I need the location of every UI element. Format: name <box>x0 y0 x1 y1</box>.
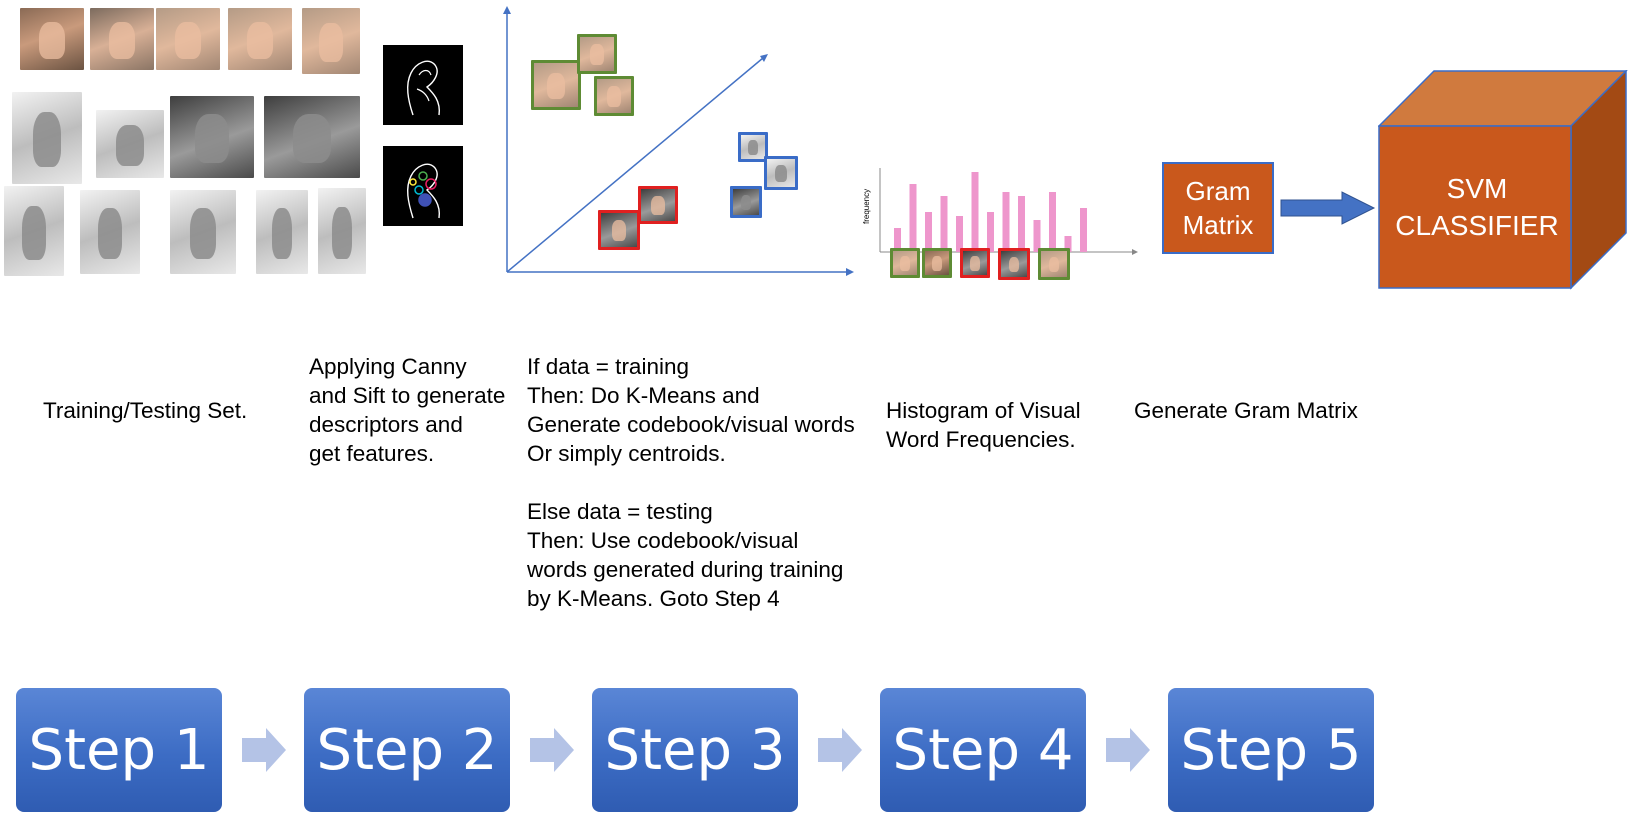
hand-photo <box>302 8 360 74</box>
sift-keypoints-image <box>383 146 463 226</box>
histogram-bar <box>1080 208 1087 252</box>
histogram-bar <box>987 212 994 252</box>
cluster-blue-sample <box>764 156 798 190</box>
cluster-red-sample <box>638 186 678 224</box>
histogram-bar <box>1033 220 1041 252</box>
histogram-bar <box>909 184 917 252</box>
caption-step4: Histogram of Visual Word Frequencies. <box>886 398 1081 452</box>
histogram-bar <box>894 228 901 252</box>
histogram-bar <box>1002 192 1010 252</box>
hand-photo <box>12 92 82 184</box>
step-4-box: Step 4 <box>880 688 1086 812</box>
hand-photo <box>256 190 308 274</box>
histogram-chart: frequency <box>862 168 1138 255</box>
histogram-bar <box>940 196 948 252</box>
svm-label-line1: SVM <box>1446 173 1508 204</box>
hand-photo <box>170 96 254 178</box>
hand-photo <box>80 190 140 274</box>
histogram-bar <box>1064 236 1072 252</box>
chevron-right-icon <box>242 728 286 772</box>
gram-matrix-box: Gram Matrix <box>1162 162 1274 254</box>
cluster-blue-sample <box>738 132 768 162</box>
svm-label-line2: CLASSIFIER <box>1395 210 1559 241</box>
histogram-word-thumb <box>890 248 920 278</box>
svm-classifier-cube <box>1378 70 1628 290</box>
caption-step3: If data = training Then: Do K-Means and … <box>527 354 855 611</box>
hand-photo <box>170 190 236 274</box>
histogram-bar <box>956 216 963 252</box>
chevron-right-icon <box>1106 728 1150 772</box>
histogram-word-thumb <box>1038 248 1070 280</box>
hand-photo <box>90 8 154 70</box>
gram-label-line1: Gram <box>1185 176 1251 206</box>
diagonal-axis <box>506 57 764 273</box>
cluster-green-sample <box>594 76 634 116</box>
cluster-green-sample <box>531 60 581 110</box>
histogram-bar <box>1018 196 1025 252</box>
caption-step2: Applying Canny and Sift to generate desc… <box>309 354 506 466</box>
cluster-green-sample <box>577 34 617 74</box>
step-2-box: Step 2 <box>304 688 510 812</box>
svm-label: SVM CLASSIFIER <box>1380 170 1574 244</box>
histogram-word-thumb <box>960 248 990 278</box>
caption-step5: Generate Gram Matrix <box>1134 398 1358 423</box>
canny-edge-image <box>383 45 463 125</box>
hand-photo <box>264 96 360 178</box>
right-arrow-icon <box>1280 191 1376 225</box>
histogram-word-thumb <box>998 248 1030 280</box>
hand-photo <box>96 110 164 178</box>
hand-photo <box>318 188 366 274</box>
hand-photo <box>228 8 292 70</box>
step-3-box: Step 3 <box>592 688 798 812</box>
histogram-bar <box>925 212 932 252</box>
hand-photo <box>4 186 64 276</box>
caption-step1: Training/Testing Set. <box>43 398 248 423</box>
hand-photo <box>156 8 220 70</box>
cluster-blue-sample <box>730 186 762 218</box>
gram-label-line2: Matrix <box>1182 210 1254 240</box>
histogram-y-label: frequency <box>862 189 871 224</box>
step-5-box: Step 5 <box>1168 688 1374 812</box>
kmeans-plot <box>503 6 854 276</box>
chevron-right-icon <box>530 728 574 772</box>
hand-photo <box>20 8 84 70</box>
histogram-word-thumb <box>922 248 952 278</box>
chevron-right-icon <box>818 728 862 772</box>
cluster-red-sample <box>598 210 640 250</box>
histogram-bar <box>1049 192 1056 252</box>
histogram-bar <box>971 172 979 252</box>
step-1-box: Step 1 <box>16 688 222 812</box>
